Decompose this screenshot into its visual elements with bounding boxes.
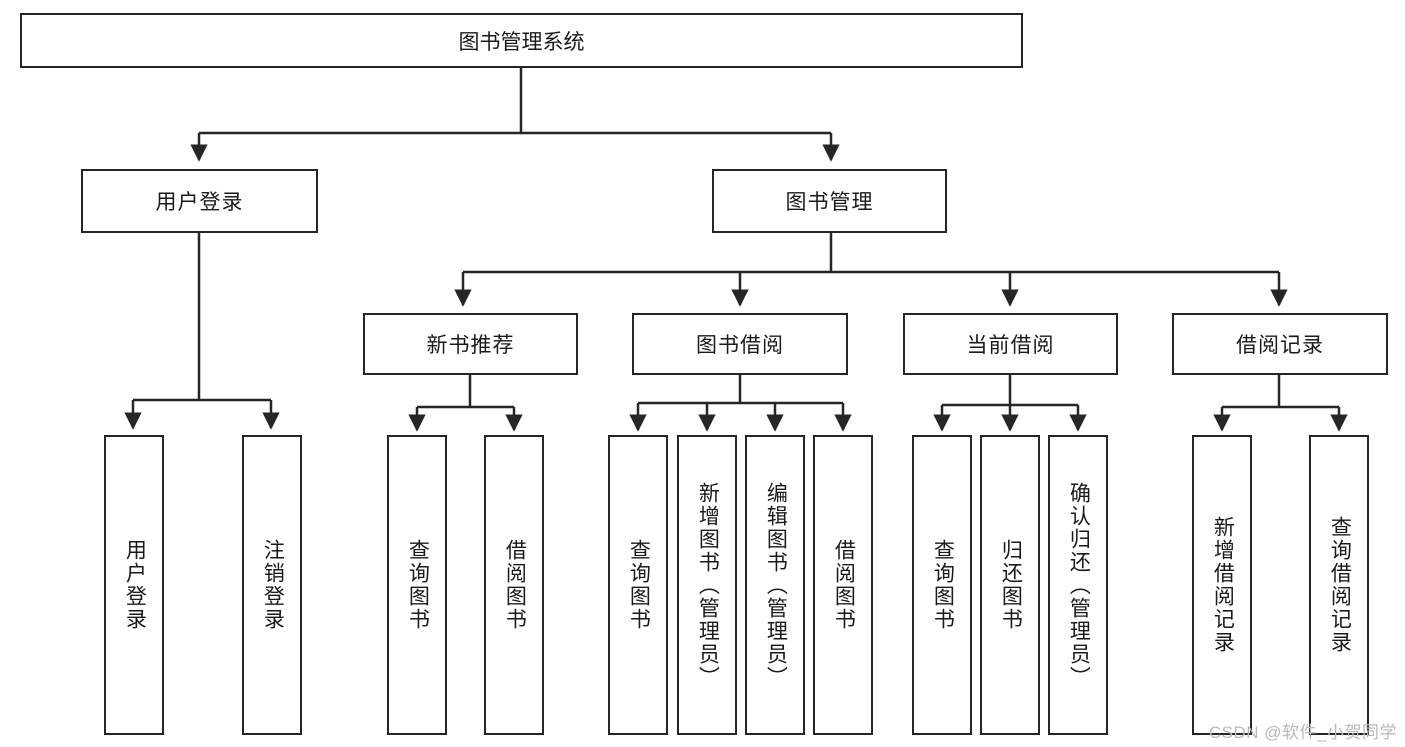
leaf-user-logout[interactable]: 注销登录 (242, 435, 302, 735)
leaf-book-borrow-add[interactable]: 新增图书（管理员） (677, 435, 737, 735)
node-label: 图书管理系统 (458, 30, 585, 54)
node-label: 查询图书 (627, 539, 651, 631)
node-label: 图书管理 (785, 191, 874, 214)
node-label: 用户登录 (123, 539, 147, 631)
node-label: 新书推荐 (426, 334, 515, 357)
node-label: 借阅图书 (503, 539, 527, 631)
node-label: 归还图书 (999, 539, 1023, 631)
node-label: 查询图书 (931, 539, 955, 631)
node-book-borrow[interactable]: 图书借阅 (632, 313, 848, 375)
watermark-text: CSDN @软件_小贺同学 (1208, 723, 1397, 742)
leaf-new-book-borrow[interactable]: 借阅图书 (484, 435, 544, 735)
node-new-book-recommend[interactable]: 新书推荐 (363, 313, 578, 375)
leaf-new-book-query[interactable]: 查询图书 (387, 435, 447, 735)
leaf-current-borrow-query[interactable]: 查询图书 (912, 435, 972, 735)
node-label: 查询图书 (406, 539, 430, 631)
node-label: 确认归还（管理员） (1067, 481, 1091, 689)
node-label: 新增图书（管理员） (696, 481, 720, 689)
node-label: 注销登录 (261, 539, 285, 631)
leaf-user-login[interactable]: 用户登录 (104, 435, 164, 735)
node-label: 用户登录 (155, 191, 244, 214)
node-borrow-record[interactable]: 借阅记录 (1172, 313, 1388, 375)
leaf-current-borrow-return[interactable]: 归还图书 (980, 435, 1040, 735)
node-label: 图书借阅 (696, 334, 784, 357)
node-label: 借阅记录 (1236, 334, 1324, 357)
leaf-book-borrow-borrow[interactable]: 借阅图书 (813, 435, 873, 735)
node-label: 查询借阅记录 (1328, 516, 1352, 654)
node-label: 新增借阅记录 (1211, 516, 1235, 654)
leaf-book-borrow-query[interactable]: 查询图书 (608, 435, 668, 735)
node-root-book-management-system[interactable]: 图书管理系统 (20, 13, 1023, 68)
leaf-borrow-record-query[interactable]: 查询借阅记录 (1309, 435, 1369, 735)
node-user-login[interactable]: 用户登录 (81, 169, 318, 233)
node-label: 编辑图书（管理员） (764, 481, 788, 689)
leaf-book-borrow-edit[interactable]: 编辑图书（管理员） (745, 435, 805, 735)
node-label: 当前借阅 (966, 334, 1055, 357)
node-book-management[interactable]: 图书管理 (712, 169, 947, 233)
node-label: 借阅图书 (832, 539, 856, 631)
leaf-borrow-record-add[interactable]: 新增借阅记录 (1192, 435, 1252, 735)
leaf-current-borrow-confirm[interactable]: 确认归还（管理员） (1048, 435, 1108, 735)
node-current-borrow[interactable]: 当前借阅 (903, 313, 1118, 375)
